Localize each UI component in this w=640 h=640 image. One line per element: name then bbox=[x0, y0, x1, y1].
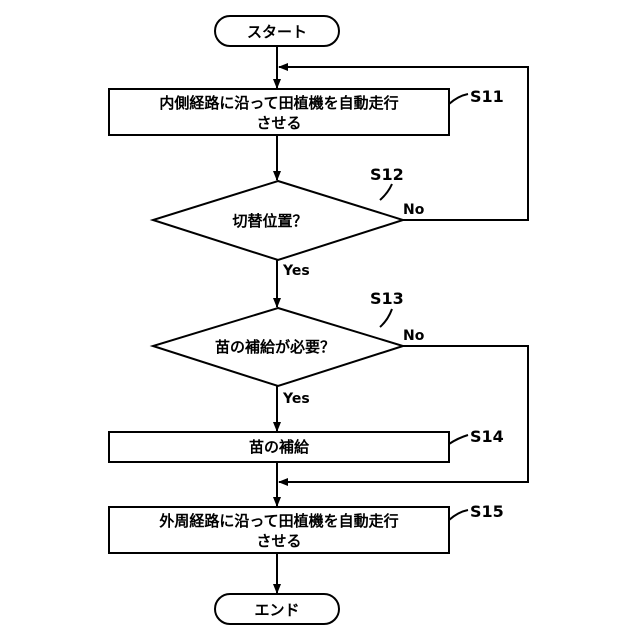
s12-yes-label: Yes bbox=[282, 263, 310, 279]
s11-leader-line bbox=[449, 94, 468, 104]
s13-step-label: S13 bbox=[370, 289, 404, 308]
s14-leader-line bbox=[449, 435, 468, 444]
s13-question: 苗の補給が必要？ bbox=[215, 338, 335, 356]
start-label: スタート bbox=[247, 23, 307, 41]
s14-step-label: S14 bbox=[470, 427, 504, 446]
s15-step-label: S15 bbox=[470, 502, 504, 521]
s11-text-line1: 内側経路に沿って田植機を自動走行 bbox=[159, 94, 398, 112]
end-label: エンド bbox=[254, 601, 299, 619]
s11-step-label: S11 bbox=[470, 87, 504, 106]
s15-text-line1: 外周経路に沿って田植機を自動走行 bbox=[158, 512, 398, 530]
s12-question: 切替位置？ bbox=[232, 212, 307, 230]
s13-no-label: No bbox=[403, 328, 425, 344]
s13-yes-label: Yes bbox=[282, 391, 310, 407]
s12-step-label: S12 bbox=[370, 165, 404, 184]
s13-leader-line bbox=[380, 309, 392, 327]
s14-text: 苗の補給 bbox=[249, 438, 310, 456]
s12-leader-line bbox=[380, 184, 392, 200]
s15-text-line2: させる bbox=[256, 532, 301, 550]
s11-text-line2: させる bbox=[256, 114, 301, 132]
s12-no-label: No bbox=[403, 202, 425, 218]
s15-leader-line bbox=[449, 510, 468, 520]
